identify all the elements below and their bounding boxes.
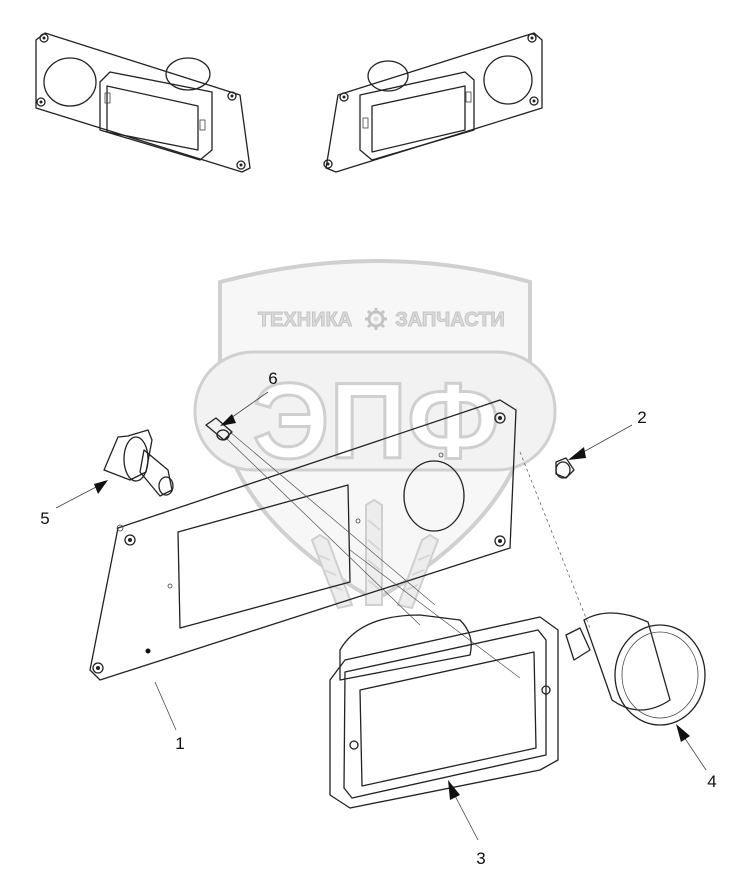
watermark-big-letters: ЭПФ	[253, 360, 500, 481]
callout-5: 5	[40, 480, 108, 528]
callout-2: 2	[568, 408, 647, 460]
watermark-logo: ТЕХНИКА ЗАПЧАСТИ ЭПФ	[193, 259, 557, 610]
screw-2	[555, 457, 575, 479]
watermark-word-right: ЗАПЧАСТИ	[395, 309, 505, 331]
watermark-wheat	[310, 498, 440, 610]
callout-2-arrow	[568, 447, 586, 460]
callout-5-arrow	[94, 480, 108, 494]
callout-2-label: 2	[637, 408, 646, 427]
screw-6	[205, 417, 233, 441]
callout-1: 1	[154, 681, 185, 753]
callout-6: 6	[220, 369, 278, 426]
callout-4-label: 4	[707, 772, 716, 791]
callout-4-arrow	[676, 724, 690, 742]
callout-3-label: 3	[476, 849, 485, 868]
callout-5-label: 5	[40, 509, 49, 528]
watermark-word-left: ТЕХНИКА	[258, 309, 352, 331]
mounting-plate	[89, 399, 517, 681]
watermark-band	[193, 350, 557, 472]
callout-4: 4	[676, 724, 717, 791]
headlight-assembly-right-view	[323, 32, 543, 173]
assembly-guide-lines	[225, 431, 591, 679]
bulb	[103, 429, 174, 497]
headlight	[329, 614, 559, 809]
callout-1-label: 1	[175, 734, 184, 753]
callout-6-arrow	[220, 414, 236, 426]
gear-icon	[365, 308, 387, 330]
side-lamp	[565, 612, 706, 726]
callout-3-arrow	[448, 780, 460, 800]
callout-6-label: 6	[268, 369, 277, 388]
headlight-assembly-left-view	[35, 32, 251, 173]
callout-3: 3	[448, 780, 486, 868]
